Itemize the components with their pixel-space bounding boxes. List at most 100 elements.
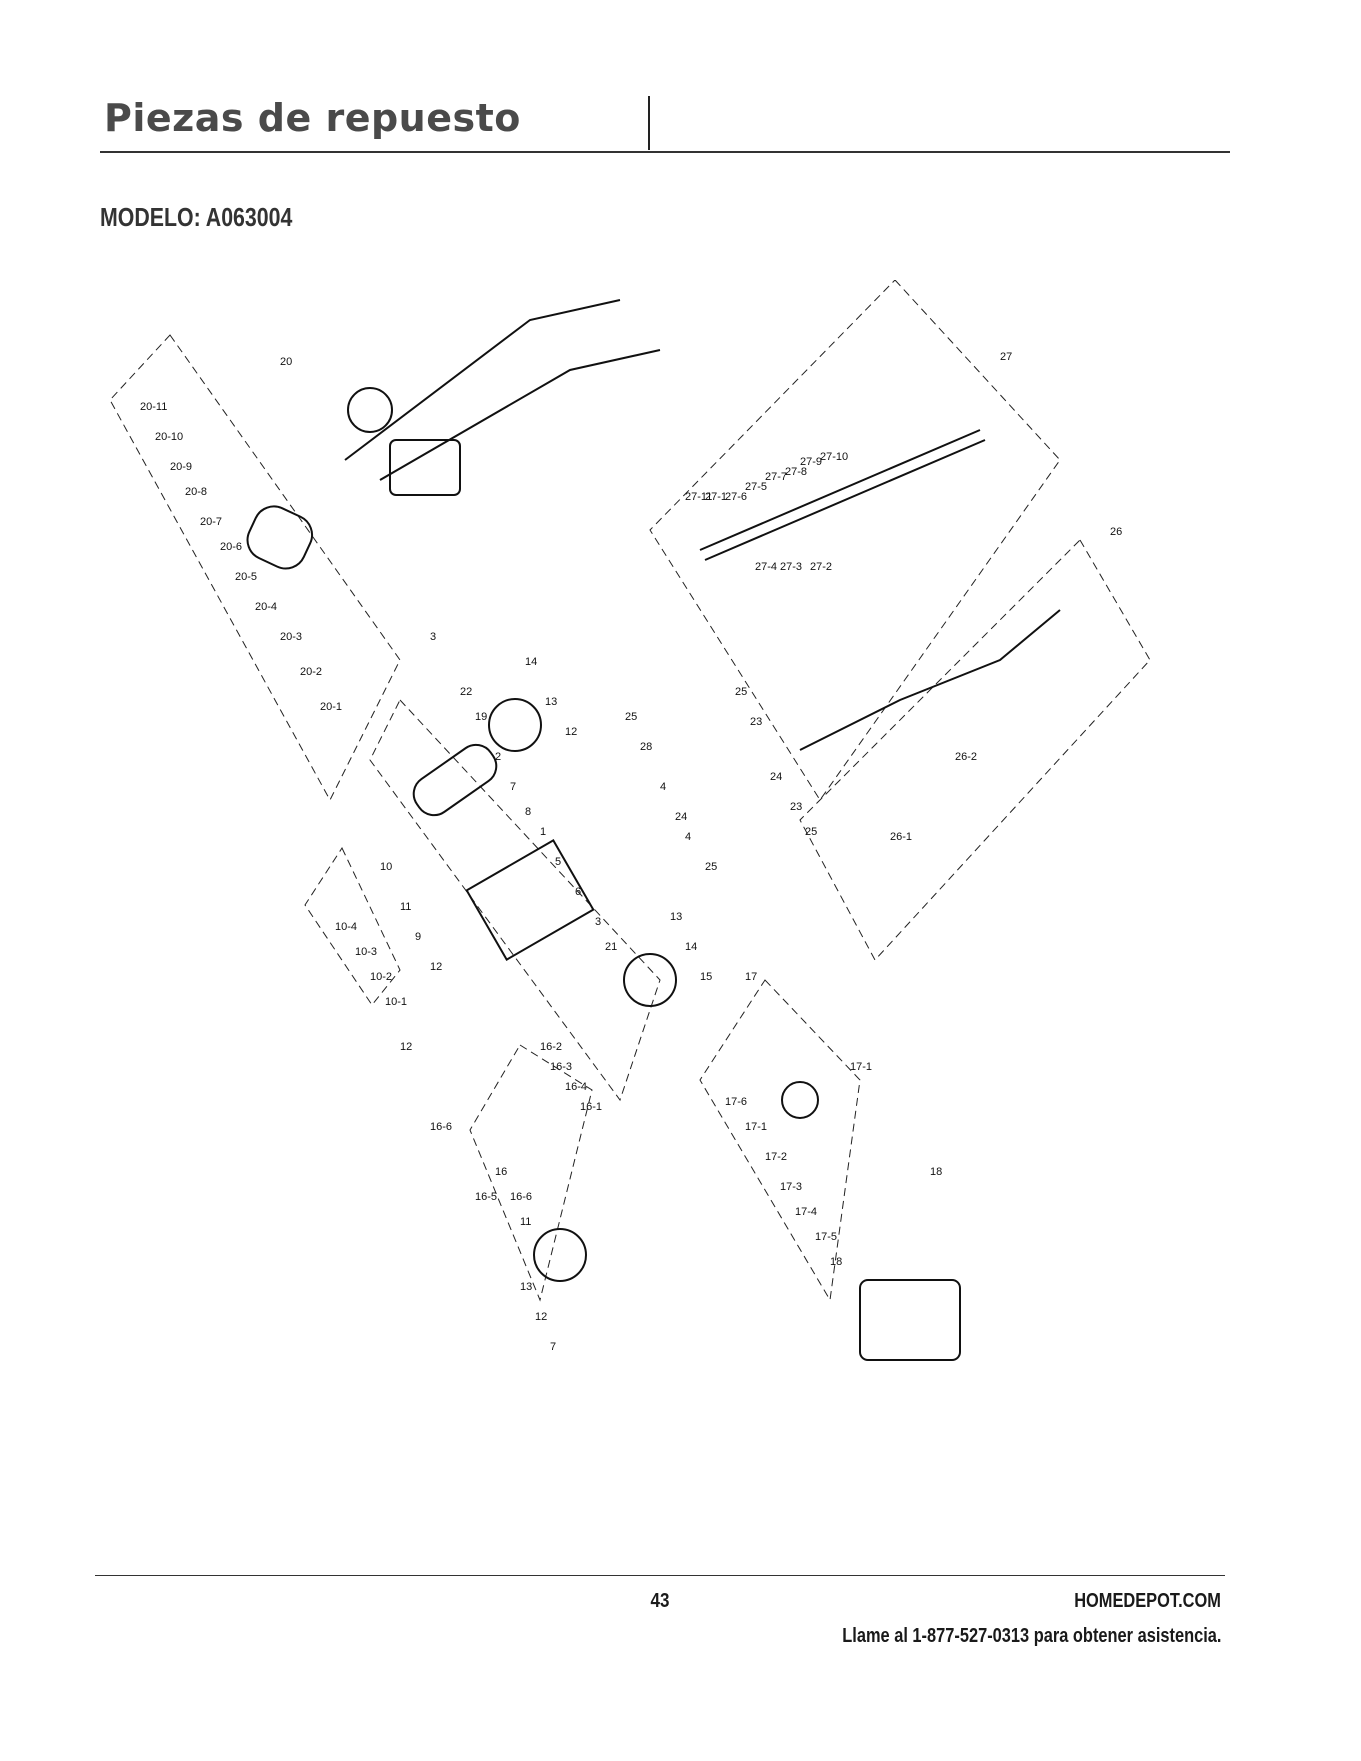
part-label: 24: [675, 811, 687, 823]
engine-18: [859, 1279, 961, 1361]
part-label: 20: [280, 356, 292, 368]
part-label: 3: [595, 916, 601, 928]
part-label: 17-5: [815, 1231, 837, 1243]
group-outline-16: [469, 1044, 593, 1302]
part-label: 10-4: [335, 921, 357, 933]
part-label: 10-2: [370, 971, 392, 983]
part-label: 20-8: [185, 486, 207, 498]
part-label: 27-9: [800, 456, 822, 468]
part-label: 6: [575, 886, 581, 898]
part-label: 12: [430, 961, 442, 973]
part-label: 17-6: [725, 1096, 747, 1108]
model-label: MODELO: A063004: [100, 202, 293, 232]
part-label: 25: [705, 861, 717, 873]
part-label: 27-1: [705, 491, 727, 503]
part-label: 10-3: [355, 946, 377, 958]
part-label: 16-1: [580, 1101, 602, 1113]
part-label: 20-7: [200, 516, 222, 528]
part-label: 20-6: [220, 541, 242, 553]
part-label: 16-5: [475, 1191, 497, 1203]
part-label: 17-2: [765, 1151, 787, 1163]
part-label: 7: [510, 781, 516, 793]
part-label: 27-7: [765, 471, 787, 483]
part-label: 17-1: [850, 1061, 872, 1073]
part-label: 15: [700, 971, 712, 983]
part-label: 16-6: [430, 1121, 452, 1133]
handle-26: [799, 609, 1061, 751]
group-outline-17: [699, 979, 861, 1302]
part-label: 27-11: [685, 491, 712, 503]
belt-19: [412, 743, 498, 817]
frame-21: [465, 838, 595, 962]
part-label: 25: [625, 711, 637, 723]
page-title: Piezas de repuesto: [104, 96, 521, 140]
part-label: 16-6: [510, 1191, 532, 1203]
part-label: 19: [475, 711, 487, 723]
part-label: 17-4: [795, 1206, 817, 1218]
part-label: 20-3: [280, 631, 302, 643]
wheel-13-a: [488, 698, 542, 752]
part-label: 27-8: [785, 466, 807, 478]
part-label: 9: [415, 931, 421, 943]
part-label: 4: [660, 781, 666, 793]
part-label: 7: [550, 1341, 556, 1353]
part-label: 26-1: [890, 831, 912, 843]
part-label: 8: [525, 806, 531, 818]
part-label: 14: [685, 941, 697, 953]
group-outline-27: [649, 279, 1061, 801]
part-label: 13: [670, 911, 682, 923]
part-label: 16-3: [550, 1061, 572, 1073]
part-label: 12: [565, 726, 577, 738]
part-label: 27: [1000, 351, 1012, 363]
part-label: 14: [525, 656, 537, 668]
part-label: 27-2: [810, 561, 832, 573]
part-label: 25: [805, 826, 817, 838]
part-label: 18: [930, 1166, 942, 1178]
footer-rule: [95, 1575, 1225, 1576]
part-label: 27-5: [745, 481, 767, 493]
part-label: 23: [750, 716, 762, 728]
page-number: 43: [650, 1590, 670, 1612]
part-label: 20-1: [320, 701, 342, 713]
wheel-13-c: [533, 1228, 587, 1282]
part-label: 20-9: [170, 461, 192, 473]
wheel-13-b: [623, 953, 677, 1007]
part-label: 24: [770, 771, 782, 783]
part-label: 22: [460, 686, 472, 698]
part-label: 3: [430, 631, 436, 643]
part-label: 16-2: [540, 1041, 562, 1053]
group-outline-frame: [369, 699, 661, 1102]
site-url: HOMEDEPOT.COM: [1074, 1590, 1221, 1612]
part-label: 16: [495, 1166, 507, 1178]
part-label: 23: [790, 801, 802, 813]
part-label: 13: [545, 696, 557, 708]
tiller-handle-assembled: [344, 299, 661, 481]
part-label: 20-10: [155, 431, 183, 443]
group-outline-20: [109, 334, 401, 802]
part-label: 20-4: [255, 601, 277, 613]
part-label: 10-1: [385, 996, 407, 1008]
part-label: 12: [535, 1311, 547, 1323]
part-label: 20-2: [300, 666, 322, 678]
part-label: 27-10: [820, 451, 848, 463]
part-label: 16-4: [565, 1081, 587, 1093]
part-label: 27-6: [725, 491, 747, 503]
part-label: 5: [555, 856, 561, 868]
part-label: 26-2: [955, 751, 977, 763]
part-label: 27-4: [755, 561, 777, 573]
cable-27: [699, 429, 986, 561]
part-label: 11: [520, 1216, 531, 1228]
exploded-parts-diagram: 20 20-11 20-10 20-9 20-8 20-7 20-6 20-5 …: [100, 279, 1240, 1520]
part-label: 20-5: [235, 571, 257, 583]
tiller-engine-assembled: [389, 439, 461, 496]
part-label: 13: [520, 1281, 532, 1293]
part-label: 1: [540, 826, 546, 838]
header-rule: [100, 151, 1230, 153]
part-label: 10: [380, 861, 392, 873]
part-label: 17-3: [780, 1181, 802, 1193]
part-label: 12: [400, 1041, 412, 1053]
header-divider: [648, 96, 650, 150]
part-label: 21: [605, 941, 617, 953]
part-label: 2: [495, 751, 501, 763]
part-label: 17: [745, 971, 757, 983]
